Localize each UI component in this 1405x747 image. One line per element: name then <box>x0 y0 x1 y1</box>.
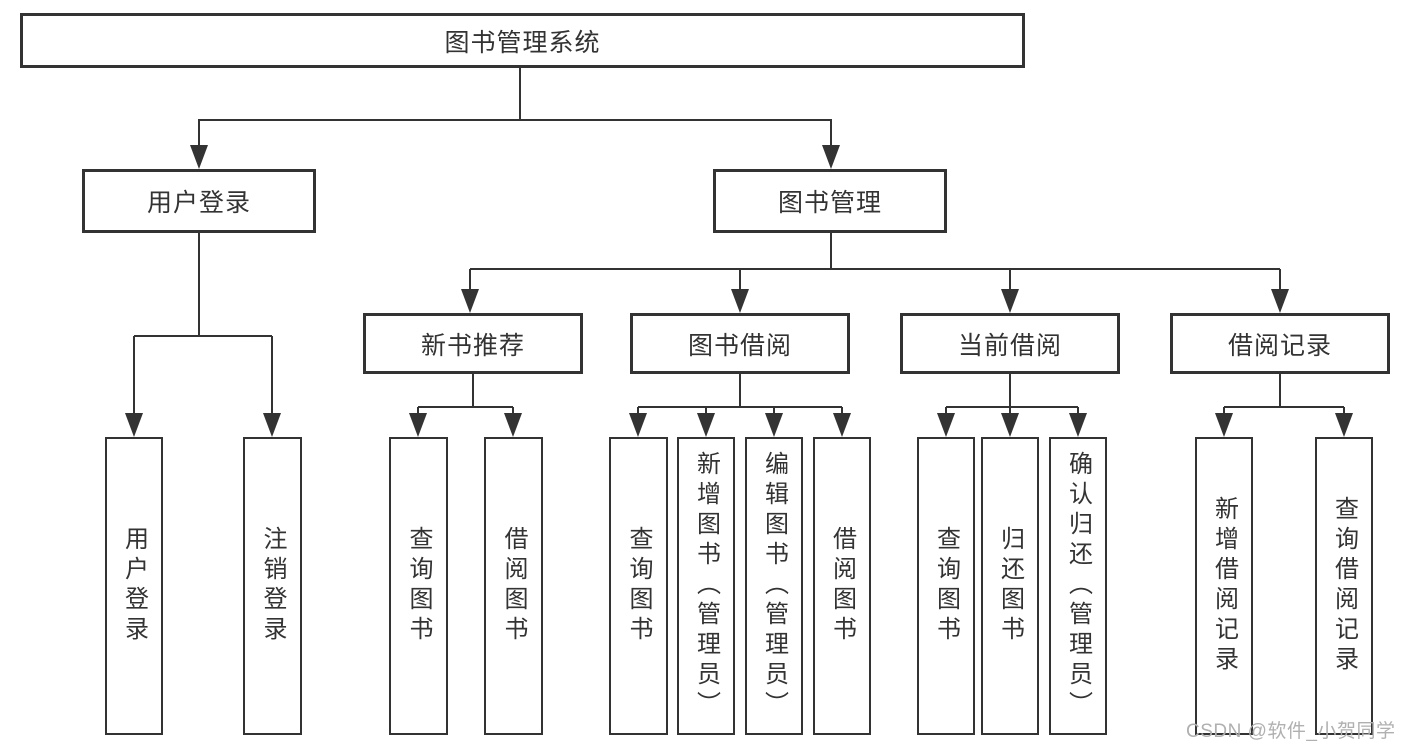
node-leaf-cb-confirm-return-label: 确认归还（管理员） <box>1064 451 1092 721</box>
node-leaf-bb-add-books-label: 新增图书（管理员） <box>692 451 720 721</box>
node-leaf-user-login: 用户登录 <box>105 437 163 735</box>
node-new-book-recommendation: 新书推荐 <box>363 313 583 374</box>
node-leaf-nb-borrow-books: 借阅图书 <box>484 437 543 735</box>
node-book-borrowing: 图书借阅 <box>630 313 850 374</box>
node-current-borrowing: 当前借阅 <box>900 313 1120 374</box>
node-book-management: 图书管理 <box>713 169 947 233</box>
node-current-borrowing-label: 当前借阅 <box>957 331 1062 360</box>
node-leaf-logout-label: 注销登录 <box>259 526 286 646</box>
node-borrowing-records-label: 借阅记录 <box>1227 331 1332 360</box>
node-leaf-br-add-record-label: 新增借阅记录 <box>1210 496 1238 676</box>
node-leaf-cb-query-books-label: 查询图书 <box>932 526 960 646</box>
node-leaf-cb-confirm-return: 确认归还（管理员） <box>1049 437 1107 735</box>
node-leaf-user-login-label: 用户登录 <box>120 526 148 646</box>
watermark: CSDN @软件_小贺同学 <box>1186 721 1396 742</box>
node-leaf-bb-borrow-books-label: 借阅图书 <box>828 526 856 646</box>
node-leaf-cb-query-books: 查询图书 <box>917 437 975 735</box>
node-book-borrowing-label: 图书借阅 <box>687 331 792 360</box>
node-root: 图书管理系统 <box>20 13 1025 68</box>
node-leaf-nb-query-books: 查询图书 <box>389 437 448 735</box>
node-leaf-br-add-record: 新增借阅记录 <box>1195 437 1253 735</box>
node-leaf-cb-return-books: 归还图书 <box>981 437 1039 735</box>
node-leaf-nb-query-books-label: 查询图书 <box>405 526 432 646</box>
node-user-login-label: 用户登录 <box>146 189 251 217</box>
node-leaf-bb-query-books: 查询图书 <box>609 437 668 735</box>
node-user-login: 用户登录 <box>82 169 316 233</box>
node-leaf-bb-edit-books: 编辑图书（管理员） <box>745 437 803 735</box>
node-borrowing-records: 借阅记录 <box>1170 313 1390 374</box>
node-leaf-logout: 注销登录 <box>243 437 302 735</box>
node-root-label: 图书管理系统 <box>444 28 601 57</box>
node-leaf-cb-return-books-label: 归还图书 <box>996 526 1024 646</box>
node-leaf-bb-add-books: 新增图书（管理员） <box>677 437 735 735</box>
node-leaf-bb-edit-books-label: 编辑图书（管理员） <box>760 451 788 721</box>
node-leaf-nb-borrow-books-label: 借阅图书 <box>500 526 527 646</box>
node-leaf-bb-borrow-books: 借阅图书 <box>813 437 871 735</box>
node-book-management-label: 图书管理 <box>777 189 882 217</box>
node-leaf-br-query-record-label: 查询借阅记录 <box>1330 496 1358 676</box>
node-leaf-bb-query-books-label: 查询图书 <box>625 526 652 646</box>
node-new-book-recommendation-label: 新书推荐 <box>420 331 525 360</box>
node-leaf-br-query-record: 查询借阅记录 <box>1315 437 1373 735</box>
